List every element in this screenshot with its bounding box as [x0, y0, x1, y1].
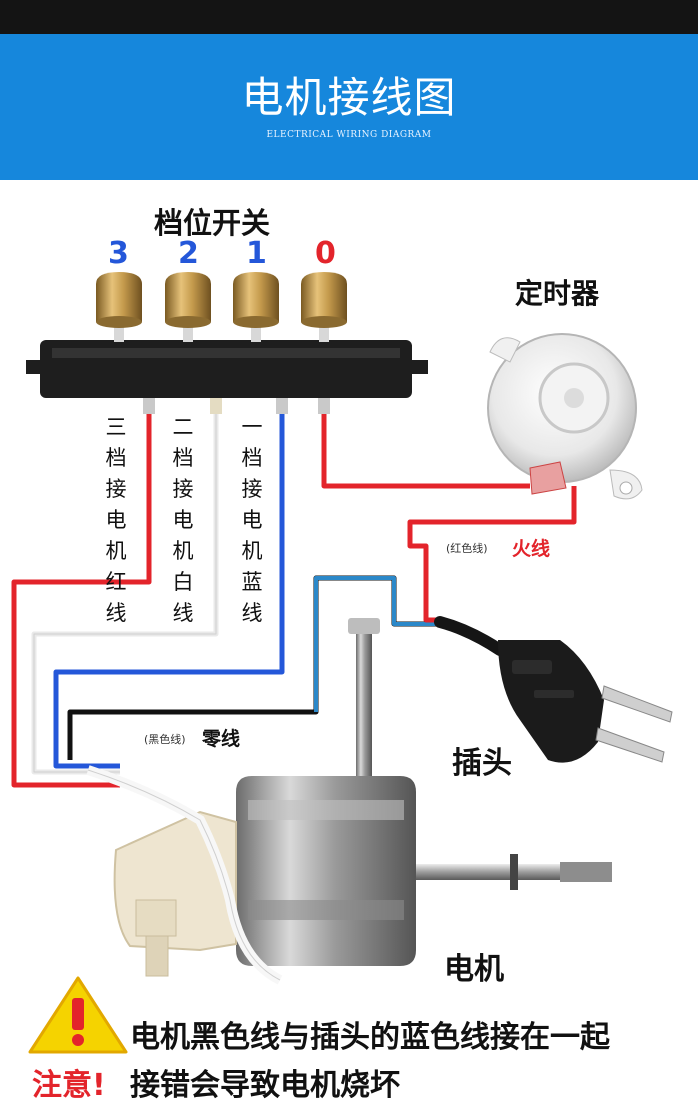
- switch-position-3: 3: [108, 236, 129, 271]
- blue-wire-motor: [53, 414, 285, 769]
- motor-device: [86, 618, 612, 985]
- switch-position-2: 2: [178, 236, 199, 271]
- label-gear-3-red-wire: 三档接电机红线: [105, 415, 127, 625]
- timer-label: 定时器: [515, 277, 600, 310]
- motor-label: 电机: [444, 952, 504, 987]
- red-wire-motor: [11, 414, 152, 788]
- switch-position-0: 0: [315, 236, 336, 271]
- warning-icon: [28, 976, 128, 1054]
- switch-title: 档位开关: [154, 206, 271, 240]
- knob-3: [96, 272, 142, 342]
- knob-1: [233, 272, 279, 342]
- knob-2: [165, 272, 211, 342]
- blue-wire-plug: [314, 576, 440, 712]
- switch-position-1: 1: [246, 236, 267, 271]
- switch-knobs: [96, 272, 347, 342]
- warning-line-1: 电机黑色线与插头的蓝色线接在一起: [130, 1020, 610, 1055]
- header-banner: 电机接线图 ELECTRICAL WIRING DIAGRAM: [0, 34, 698, 180]
- label-gear-2-white-wire: 二档接电机白线: [172, 415, 194, 625]
- red-wire-live: [407, 486, 577, 623]
- switch-base: [26, 340, 428, 398]
- wires: [11, 414, 577, 788]
- neutral-wire-note: (黑色线): [144, 733, 186, 746]
- plug-device: [434, 616, 673, 763]
- timer-device: [487, 333, 643, 500]
- label-gear-1-blue-wire: 一档接电机蓝线: [241, 415, 263, 625]
- knob-0: [301, 272, 347, 342]
- warning-line-2: 接错会导致电机烧坏: [130, 1068, 400, 1103]
- live-wire-label: 火线: [512, 538, 551, 560]
- page-title: 电机接线图: [241, 73, 457, 122]
- warning-prefix: 注意!: [32, 1068, 106, 1103]
- plug-label: 插头: [452, 746, 512, 781]
- white-wire-outline: [33, 414, 217, 773]
- page-subtitle: ELECTRICAL WIRING DIAGRAM: [266, 130, 432, 140]
- switch-terminals: [143, 398, 330, 414]
- top-dark-bar: [0, 0, 698, 34]
- neutral-wire-label: 零线: [202, 728, 241, 750]
- live-wire-note: (红色线): [446, 542, 488, 555]
- red-wire-timer: [321, 414, 530, 489]
